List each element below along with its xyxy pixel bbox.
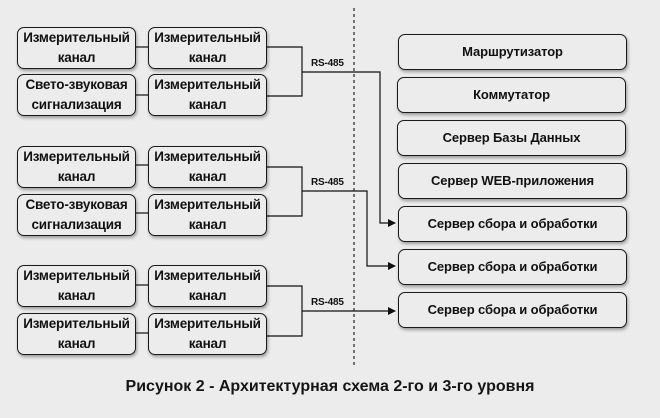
group-3-device-1: Измерительный канал — [17, 265, 136, 307]
group-1-wires — [135, 46, 396, 227]
router-box: Маршрутизатор — [398, 34, 627, 70]
bus-label-2: RS-485 — [311, 177, 344, 188]
collection-server-box-2: Сервер сбора и обработки — [398, 249, 627, 285]
group-2-device-1: Измерительный канал — [17, 146, 136, 188]
group-1-channel-2: Измерительный канал — [148, 74, 267, 116]
group-1-device-1: Измерительный канал — [17, 27, 136, 69]
group-2-channel-2: Измерительный канал — [148, 194, 267, 236]
bus-arrow-1 — [302, 71, 396, 227]
database-server-box: Сервер Базы Данных — [397, 120, 626, 156]
bus-label-3: RS-485 — [311, 297, 344, 308]
group-2-wires — [135, 164, 396, 270]
group-3-wires — [135, 284, 396, 337]
group-3-channel-1: Измерительный канал — [148, 265, 267, 307]
figure-caption: Рисунок 2 - Архитектурная схема 2-го и 3… — [125, 378, 535, 395]
group-1-device-2: Свето-звуковая сигнализация — [17, 74, 136, 116]
collection-server-box-3: Сервер сбора и обработки — [398, 292, 627, 328]
group-2-device-2: Свето-звуковая сигнализация — [17, 194, 136, 236]
bus-arrow-2 — [302, 190, 396, 270]
collection-server-box-1: Сервер сбора и обработки — [398, 206, 627, 242]
group-1-channel-1: Измерительный канал — [148, 27, 267, 69]
switch-box: Коммутатор — [397, 77, 626, 113]
group-3-channel-2: Измерительный канал — [148, 313, 267, 355]
group-2-channel-1: Измерительный канал — [148, 146, 267, 188]
group-3-device-2: Измерительный канал — [17, 313, 136, 355]
bus-label-1: RS-485 — [311, 58, 344, 69]
web-server-box: Сервер WEB-приложения — [398, 163, 627, 199]
